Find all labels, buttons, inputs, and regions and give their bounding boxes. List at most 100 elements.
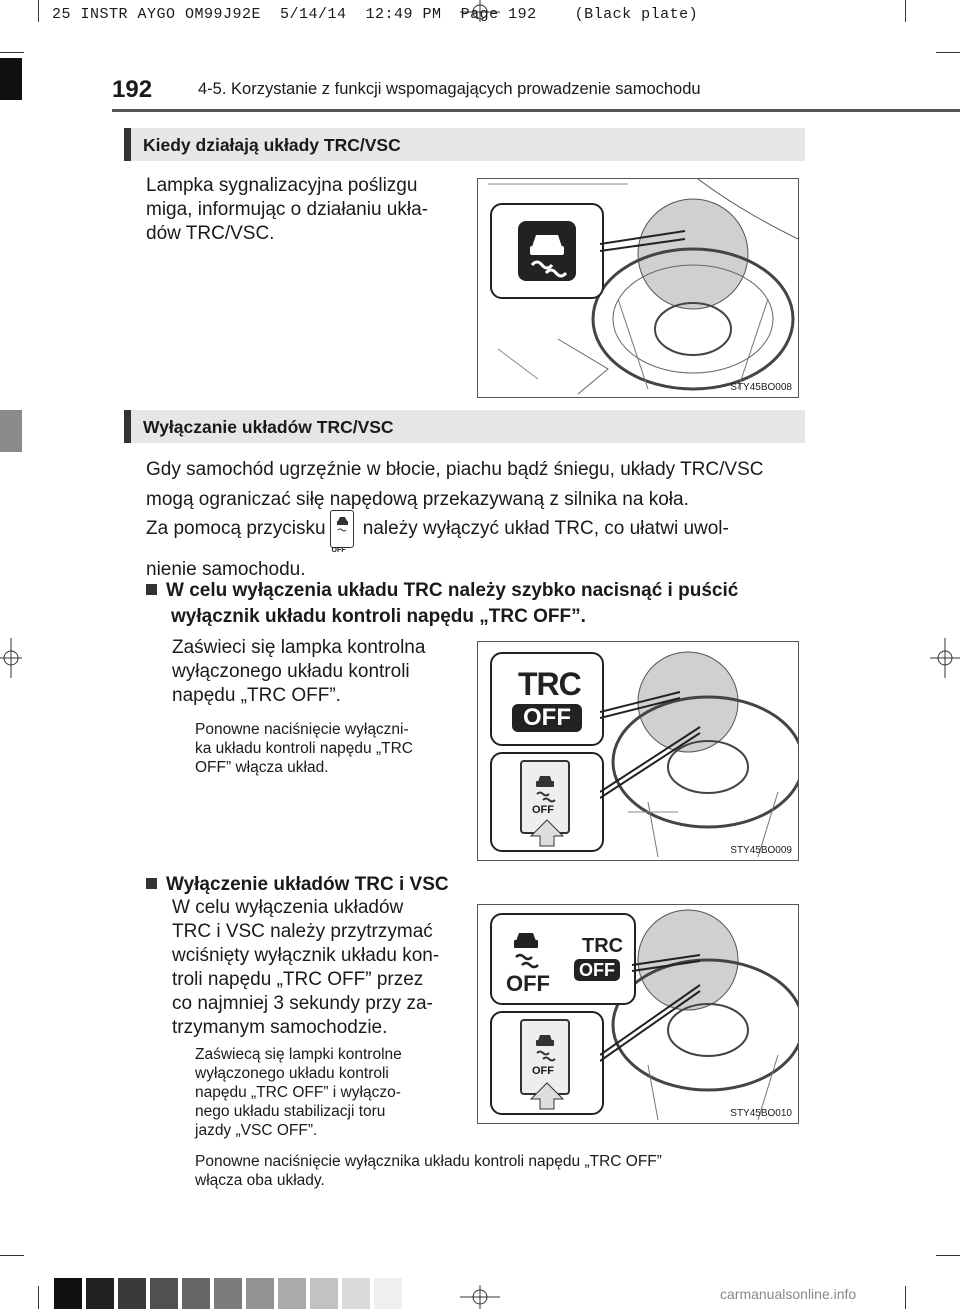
dashboard-illustration [611,651,798,858]
bullet1-text: Zaświeci się lampka kontrolna wyłączoneg… [172,636,462,708]
bullet-title: W celu wyłączenia układu TRC należy szyb… [166,580,739,601]
thumb-tab [0,58,22,100]
bullet1-note: Ponowne naciśnięcie wyłączni- ka układu … [195,720,462,777]
bullet-heading: Wyłączenie układów TRC i VSC [146,872,449,898]
trc-off-switch-callout: OFF [490,1011,604,1115]
text-line: ka układu kontroli napędu „TRC [195,740,413,757]
text-line: włącza oba układy. [195,1172,325,1189]
color-swatch [182,1278,210,1309]
section1-paragraph: Lampka sygnalizacyjna poślizgu miga, inf… [146,174,462,246]
text-line: W celu wyłączenia układów [172,897,404,918]
text-line: OFF” włącza układ. [195,759,329,776]
indicator-trc-text: TRC [518,666,582,702]
text-before-button: Za pomocą przycisku [146,518,326,540]
press-arrow-icon [529,819,565,847]
text-line: Zaświecą się lampki kontrolne [195,1046,402,1063]
section-heading-text: Kiedy działają układy TRC/VSC [143,135,401,155]
bullet2-note-full: Ponowne naciśnięcie wyłącznika układu ko… [195,1152,798,1190]
figure-trc-vsc-off: OFF TRC OFF OFF STY45BO010 [477,904,799,1124]
leader-line [600,691,701,799]
text-after-button: należy wyłączyć układ TRC, co ułatwi uwo… [362,518,729,540]
color-swatch [86,1278,114,1309]
color-swatch [374,1278,402,1309]
color-swatch [118,1278,146,1309]
button-off-label: OFF [331,547,346,554]
page-number: 192 [112,76,153,103]
color-swatch [150,1278,178,1309]
color-swatch [310,1278,338,1309]
crop-mark [38,0,39,22]
indicator-trc-text: TRC [582,935,624,957]
figure-code: STY45BO008 [730,382,792,393]
crop-mark [38,1286,39,1309]
registration-mark [930,638,960,678]
section2-paragraph1: Gdy samochód ugrzęźnie w błocie, piachu … [146,455,798,515]
switch-graphic: OFF [520,760,570,834]
text-line: co najmniej 3 sekundy przy za- [172,993,433,1014]
color-swatch [342,1278,370,1309]
bullet-title: Wyłączenie układów TRC i VSC [166,874,449,895]
vsc-off-label: OFF [506,971,550,996]
slip-indicator-callout [490,203,604,299]
indicator-off-badge: OFF [574,959,620,981]
text-line: nienie samochodu. [146,559,306,580]
text-line: wyłączonego układu kontroli [172,661,410,682]
switch-off-label: OFF [532,1065,554,1077]
text-line: nego układu stabilizacji toru [195,1103,386,1120]
slip-off-icon [536,1035,556,1062]
dashboard-illustration [488,179,798,395]
vsc-trc-off-indicator-callout: OFF TRC OFF [490,913,636,1005]
color-swatch [54,1278,82,1309]
registration-mark [0,638,22,678]
section-heading: Wyłączanie układów TRC/VSC [124,410,805,443]
text-line: trzymanym samochodzie. [172,1017,388,1038]
switch-graphic: OFF [520,1019,570,1095]
text-line: troli napędu „TRC OFF” przez [172,969,424,990]
slip-indicator-icon [518,221,576,281]
bullet2-note: Zaświecą się lampki kontrolne wyłączoneg… [195,1045,462,1140]
text-line: napędu „TRC OFF”. [172,685,341,706]
crop-mark [0,52,24,53]
text-line: Gdy samochód ugrzęźnie w błocie, piachu … [146,459,764,480]
crop-mark [936,1255,960,1256]
vsc-slip-icon [514,933,539,969]
header-rule [112,109,960,112]
color-calibration-bar [54,1278,402,1309]
text-line: napędu „TRC OFF” i wyłączo- [195,1084,401,1101]
text-line: wyłączonego układu kontroli [195,1065,389,1082]
registration-mark [460,1285,500,1309]
section-heading: Kiedy działają układy TRC/VSC [124,128,805,161]
dashboard-illustration [611,909,798,1121]
text-line: Zaświeci się lampka kontrolna [172,637,426,658]
printer-slug: 25 INSTR AYGO OM99J92E 5/14/14 12:49 PM … [52,6,699,23]
figure-trc-off: TRC OFF OFF STY45BO009 [477,641,799,861]
text-line: W celu wyłączenia układu TRC należy szyb… [146,578,806,604]
indicator-off-badge: OFF [512,704,582,732]
bullet-square [146,584,157,595]
color-swatch [214,1278,242,1309]
chapter-title: 4-5. Korzystanie z funkcji wspomagającyc… [198,80,701,98]
section-heading-text: Wyłączanie układów TRC/VSC [143,417,394,437]
text-line: Ponowne naciśnięcie wyłącznika układu ko… [195,1153,662,1170]
trc-off-button-icon: OFF [329,510,354,554]
text-line: mogą ograniczać siłę napędową przekazywa… [146,489,689,510]
text-line: wyłącznik układu kontroli napędu „TRC OF… [171,606,586,627]
text-line: jazdy „VSC OFF”. [195,1122,318,1139]
watermark: carmanualsonline.info [720,1286,857,1302]
switch-off-label: OFF [532,804,554,816]
registration-mark [460,0,500,22]
crop-mark [936,52,960,53]
press-arrow-icon [529,1082,565,1110]
leader-line [600,230,686,252]
figure-code: STY45BO009 [730,845,792,856]
trc-off-switch-callout: OFF [490,752,604,852]
text-line: Ponowne naciśnięcie wyłączni- [195,721,409,738]
bullet2-text: W celu wyłączenia układów TRC i VSC nale… [172,896,462,1040]
crop-mark [905,0,906,22]
thumb-tab [0,410,22,452]
crop-mark [905,1286,906,1309]
crop-mark [0,1255,24,1256]
text-line: TRC i VSC należy przytrzymać [172,921,433,942]
